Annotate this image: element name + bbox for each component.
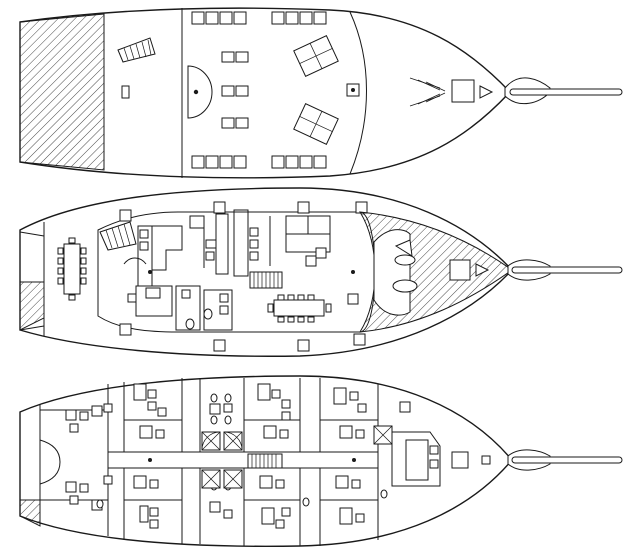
- lower-deck: [19, 375, 623, 547]
- main-deck-galley: [137, 209, 259, 287]
- main-deck: [19, 187, 623, 357]
- lower-deck-stairs: [247, 453, 283, 469]
- upper-deck-foremast: [351, 88, 355, 92]
- lower-deck-heads: [96, 393, 393, 509]
- upper-deck-bow-rigging: [409, 77, 494, 107]
- main-deck-fore-box: [347, 293, 359, 305]
- lower-deck-mainmast: [148, 458, 152, 462]
- main-deck-foremast: [351, 270, 355, 274]
- lower-deck-berths: [65, 383, 367, 529]
- main-deck-bow-seating: [373, 229, 411, 316]
- main-deck-portholes: [119, 201, 368, 352]
- main-deck-salon: [269, 215, 331, 267]
- upper-deck-helm: [187, 65, 213, 119]
- main-deck-salon-table: [267, 294, 332, 323]
- main-deck-salon-stairs: [249, 271, 283, 289]
- upper-deck-hatch-small: [121, 85, 130, 99]
- main-deck-mainmast: [148, 270, 152, 274]
- main-deck-bow-hatch-oval: [392, 279, 418, 293]
- main-deck-bowsprit: [511, 266, 623, 274]
- main-deck-windlass: [449, 259, 471, 281]
- upper-deck-seats: [221, 51, 249, 129]
- lower-deck-stern-room: [39, 439, 61, 485]
- upper-deck-sunbeds-bottom: [191, 155, 327, 169]
- lower-deck-foremast: [352, 458, 356, 462]
- lower-deck-stern-steps: [19, 499, 41, 527]
- lower-deck-cabins: [40, 378, 379, 546]
- upper-deck-tables: [293, 35, 339, 145]
- upper-deck-forward-curve: [349, 11, 367, 175]
- upper-deck-sunbeds-top: [191, 11, 327, 25]
- lower-deck-bowsprit: [511, 456, 623, 464]
- upper-deck: [19, 7, 623, 179]
- upper-deck-mast: [193, 89, 199, 95]
- main-deck-door-arc-1: [123, 257, 147, 265]
- lower-deck-fore-cabin: [391, 401, 491, 487]
- upper-deck-stairs: [117, 37, 156, 63]
- upper-deck-stern-hatch: [19, 13, 105, 171]
- main-deck-dining-table: [57, 237, 87, 301]
- main-deck-aft-stairs: [99, 221, 137, 251]
- main-deck-stern-steps: [19, 281, 45, 331]
- upper-deck-bowsprit: [509, 88, 623, 96]
- main-deck-heads: [127, 285, 233, 331]
